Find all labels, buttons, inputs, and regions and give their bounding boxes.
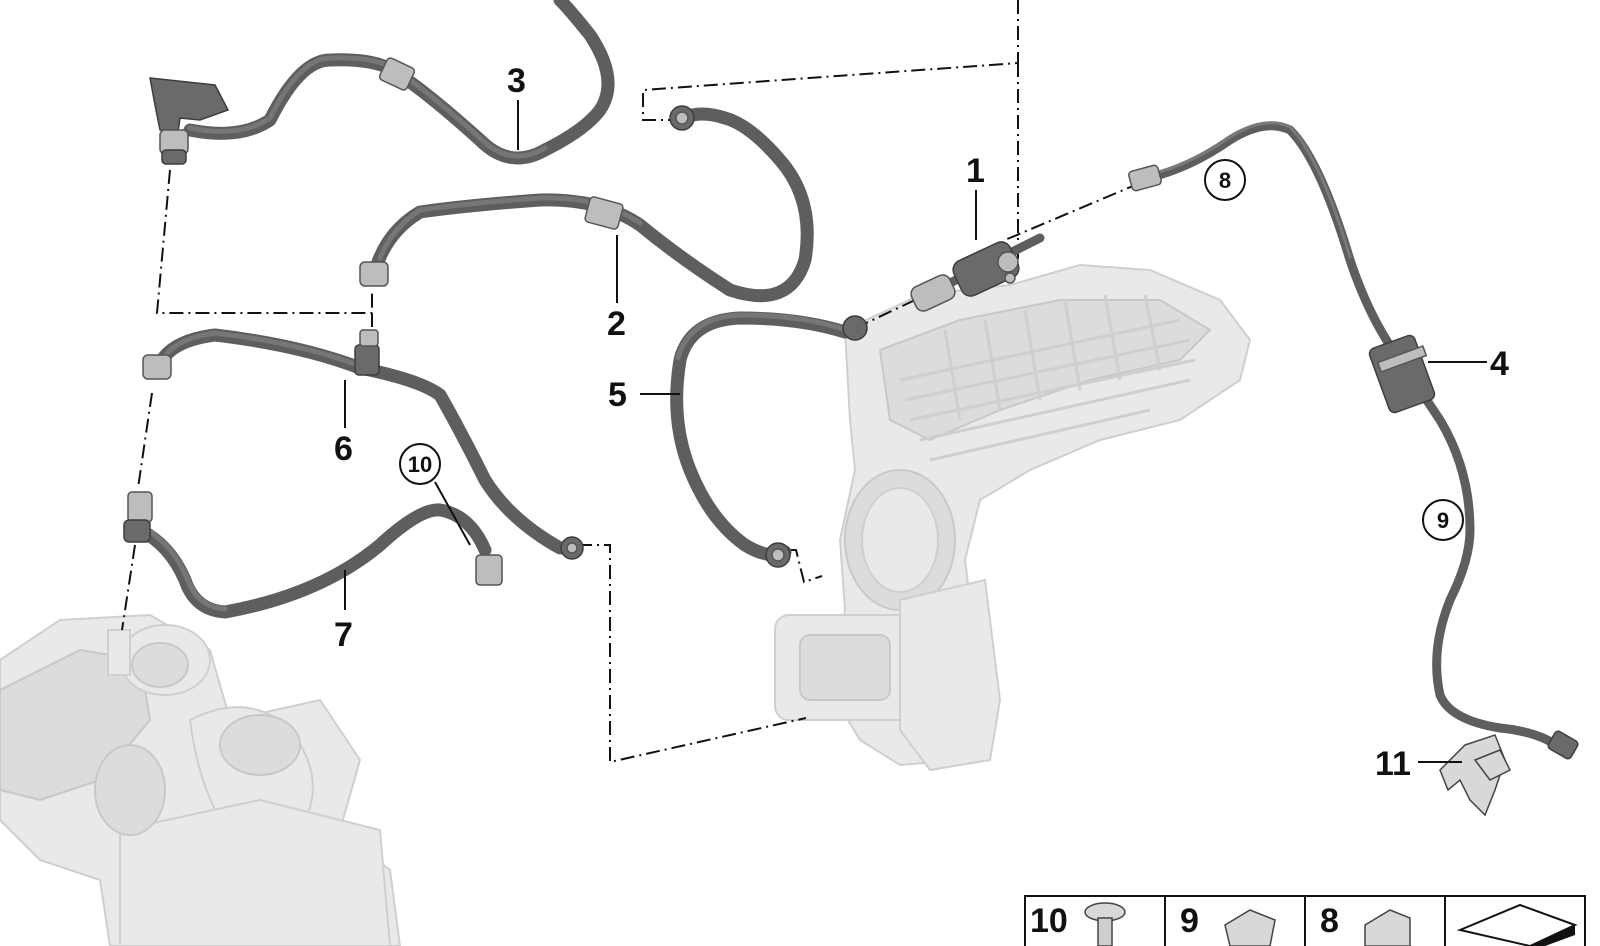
clip-icon — [1224, 909, 1276, 946]
hose-3[interactable] — [149, 0, 615, 165]
hose-7[interactable] — [123, 491, 503, 619]
hose-6[interactable] — [142, 328, 584, 560]
callout-8-label: 8 — [1219, 168, 1231, 193]
callout-11: 11 — [1375, 745, 1462, 783]
callout-4-label: 4 — [1490, 345, 1509, 383]
callout-6: 6 — [334, 380, 353, 468]
callout-6-label: 6 — [334, 430, 353, 468]
legend-item-10: 10 — [1030, 902, 1126, 946]
callout-2-label: 2 — [607, 305, 626, 343]
legend-item-sheet — [1456, 903, 1578, 946]
callout-9-label: 9 — [1437, 508, 1449, 533]
hose-5[interactable] — [670, 311, 868, 568]
callout-8: 8 — [1204, 159, 1246, 201]
legend-item-9: 9 — [1180, 902, 1276, 946]
callout-7-label: 7 — [334, 616, 353, 654]
line-4[interactable] — [1128, 121, 1579, 760]
callout-5: 5 — [608, 376, 680, 414]
legend-item-10-label: 10 — [1030, 902, 1068, 940]
callout-4: 4 — [1428, 345, 1509, 383]
legend-item-8: 8 — [1320, 902, 1411, 946]
holder-icon — [1364, 909, 1411, 946]
bracket-11[interactable] — [1439, 734, 1512, 817]
callout-5-label: 5 — [608, 376, 627, 414]
air-filter-housing — [0, 613, 402, 946]
callout-11-label: 11 — [1375, 745, 1411, 783]
legend-item-9-label: 9 — [1180, 902, 1199, 940]
callout-1: 1 — [966, 152, 985, 240]
callout-3: 3 — [507, 62, 526, 150]
callout-10: 10 — [399, 443, 471, 546]
callout-2: 2 — [607, 235, 626, 343]
callout-7: 7 — [334, 570, 353, 654]
callout-1-label: 1 — [966, 152, 985, 190]
callout-9: 9 — [1422, 499, 1464, 541]
legend-item-8-label: 8 — [1320, 902, 1339, 940]
callout-3-label: 3 — [507, 62, 526, 100]
callout-10-label: 10 — [408, 452, 432, 477]
legend-strip: 10 9 8 — [1024, 895, 1586, 946]
valve-1[interactable] — [908, 233, 1045, 314]
intake-manifold — [774, 263, 1252, 772]
hose-2[interactable] — [359, 105, 814, 303]
